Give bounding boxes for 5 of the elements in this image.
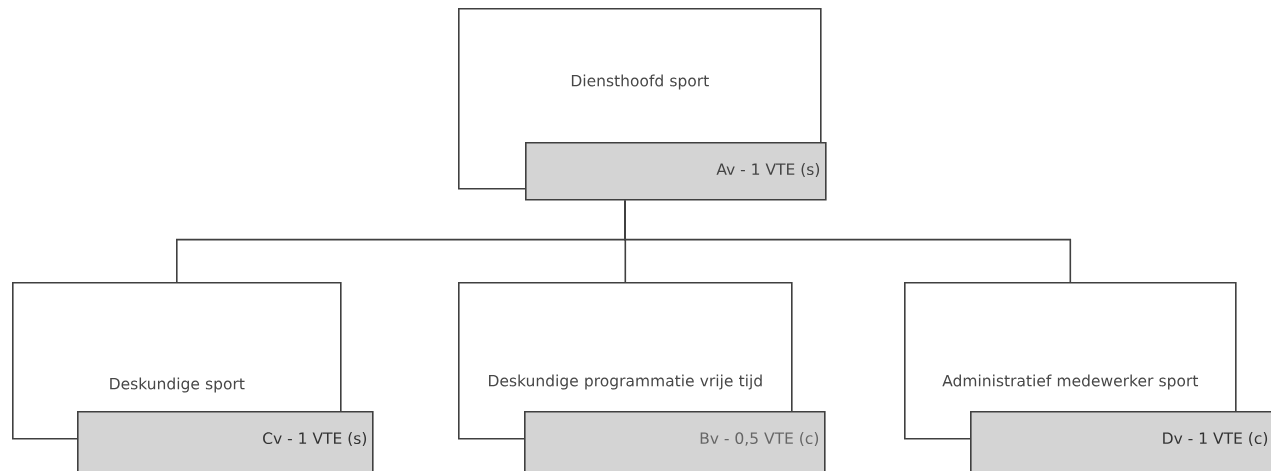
staffing-label-box: Bv - 0,5 VTE (c): [524, 411, 826, 471]
staffing-label-box: Dv - 1 VTE (c): [970, 411, 1271, 471]
staffing-label-box: Av - 1 VTE (s): [525, 142, 827, 201]
staffing-label-box: Cv - 1 VTE (s): [77, 411, 374, 471]
connector-line: [624, 199, 1072, 283]
